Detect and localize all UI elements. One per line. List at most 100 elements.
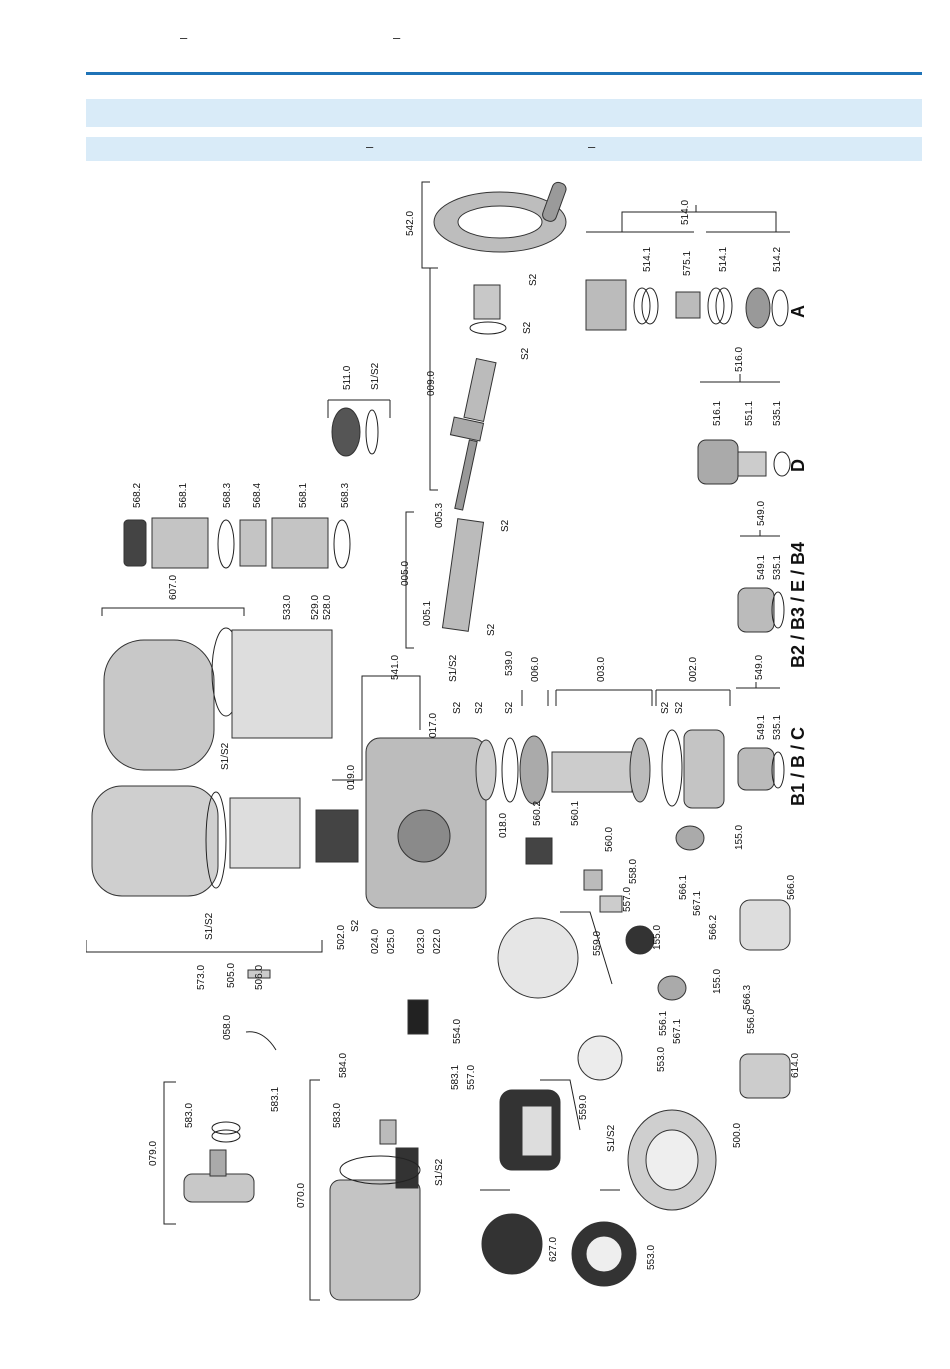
label-017-0: 017.0 (428, 713, 439, 738)
label-528-0: 528.0 (322, 595, 333, 620)
variant-d: D (788, 459, 808, 472)
label-s1s2b: S1/S2 (220, 742, 231, 770)
variant-a: A (788, 305, 808, 318)
label-549-1a: 549.1 (756, 555, 767, 580)
label-025-0: 025.0 (386, 929, 397, 954)
label-005-3: 005.3 (434, 503, 445, 528)
label-024-0: 024.0 (370, 929, 381, 954)
label-533-0: 533.0 (282, 595, 293, 620)
label-575-1: 575.1 (682, 251, 693, 276)
label-568-1a: 568.1 (178, 483, 189, 508)
label-s2a: S2 (350, 919, 361, 932)
label-514-1b: 514.1 (718, 247, 729, 272)
label-556-0: 556.0 (746, 1009, 757, 1034)
label-058-0: 058.0 (222, 1015, 233, 1040)
stem-nut (441, 518, 485, 632)
label-511-0: 511.0 (342, 365, 353, 390)
label-553-0a: 553.0 (656, 1047, 667, 1072)
label-006-0: 006.0 (530, 657, 541, 682)
label-566-1: 566.1 (678, 875, 689, 900)
label-155-0a: 155.0 (734, 825, 745, 850)
exploded-view-drawing: 542.0 514.0 514.1 575.1 514.1 514.2 009.… (86, 181, 808, 1301)
label-005-0: 005.0 (400, 561, 411, 586)
drive-bush-b2 (737, 587, 785, 633)
label-568-4: 568.4 (252, 483, 263, 508)
label-567-1a: 567.1 (692, 891, 703, 916)
motor-connector (91, 785, 359, 897)
label-009-0: 009.0 (426, 371, 437, 396)
label-s2e: S2 (500, 519, 511, 532)
label-535-1b: 535.1 (772, 555, 783, 580)
label-003-0: 003.0 (596, 657, 607, 682)
label-079-0: 079.0 (148, 1141, 159, 1166)
label-022-0: 022.0 (432, 929, 443, 954)
label-514-0: 514.0 (680, 200, 691, 225)
subtitle-dash-right: – (588, 139, 596, 154)
label-070-0: 070.0 (296, 1183, 307, 1208)
label-023-0: 023.0 (416, 929, 427, 954)
label-506-0: 506.0 (254, 965, 265, 990)
label-549-1b: 549.1 (756, 715, 767, 740)
label-019-0: 019.0 (346, 765, 357, 790)
label-529-0: 529.0 (310, 595, 321, 620)
label-556-1: 556.1 (658, 1011, 669, 1036)
label-s2b: S2 (528, 273, 539, 286)
label-s2h: S2 (474, 701, 485, 714)
label-549-0b: 549.0 (754, 655, 765, 680)
label-558-0: 558.0 (628, 859, 639, 884)
label-607-0: 607.0 (168, 575, 179, 600)
variant-b1-b-c: B1 / B / C (788, 727, 808, 806)
label-s2j: S2 (660, 701, 671, 714)
label-541-0: 541.0 (390, 655, 401, 680)
label-505-0: 505.0 (226, 963, 237, 988)
label-542-0: 542.0 (405, 211, 416, 236)
label-560-1: 560.1 (570, 801, 581, 826)
electronics-module (499, 1089, 561, 1171)
variant-labels: A D B2 / B3 / E / B4 B1 / B / C (788, 305, 808, 806)
label-559-0b: 559.0 (578, 1095, 589, 1120)
label-551-1: 551.1 (744, 401, 755, 426)
label-535-1a: 535.1 (772, 401, 783, 426)
label-560-0: 560.0 (604, 827, 615, 852)
label-018-0: 018.0 (498, 813, 509, 838)
label-514-2: 514.2 (772, 247, 783, 272)
label-560-2: 560.2 (532, 801, 543, 826)
label-502-0: 502.0 (336, 925, 347, 950)
label-568-2: 568.2 (132, 483, 143, 508)
cover-500 (627, 1109, 717, 1211)
label-155-0c: 155.0 (712, 969, 723, 994)
handwheel (433, 181, 567, 253)
label-s2d: S2 (520, 347, 531, 360)
terminal-cover (103, 627, 333, 771)
label-566-2: 566.2 (708, 915, 719, 940)
label-583-1a: 583.1 (450, 1065, 461, 1090)
subtitle-band: – – (86, 137, 922, 161)
drive-sleeve-d (697, 439, 791, 485)
label-155-0b: 155.0 (652, 925, 663, 950)
switch-parts (525, 825, 791, 1001)
seal-rings-top (123, 517, 351, 569)
header-rule (86, 72, 922, 75)
label-005-1: 005.1 (422, 601, 433, 626)
label-553-0b: 553.0 (646, 1245, 657, 1270)
label-s1s2a: S1/S2 (370, 362, 381, 390)
label-566-3: 566.3 (742, 985, 753, 1010)
label-583-1b: 583.1 (270, 1087, 281, 1112)
label-s2g: S2 (452, 701, 463, 714)
indicator-cover (481, 1213, 637, 1287)
output-drive (475, 729, 725, 809)
subtitle-dash-left: – (366, 139, 374, 154)
label-573-0: 573.0 (196, 965, 207, 990)
label-568-1b: 568.1 (298, 483, 309, 508)
label-002-0: 002.0 (688, 657, 699, 682)
drive-bush-b1 (737, 747, 785, 791)
label-566-0: 566.0 (786, 875, 797, 900)
label-568-3a: 568.3 (222, 483, 233, 508)
label-s1s2c: S1/S2 (448, 654, 459, 682)
label-s2f: S2 (486, 623, 497, 636)
label-549-0a: 549.0 (756, 501, 767, 526)
label-567-1b: 567.1 (672, 1019, 683, 1044)
part-labels: 542.0 514.0 514.1 575.1 514.1 514.2 009.… (132, 200, 801, 1270)
header-dash-left: – (180, 30, 188, 45)
label-s1s2f: S1/S2 (434, 1158, 445, 1186)
